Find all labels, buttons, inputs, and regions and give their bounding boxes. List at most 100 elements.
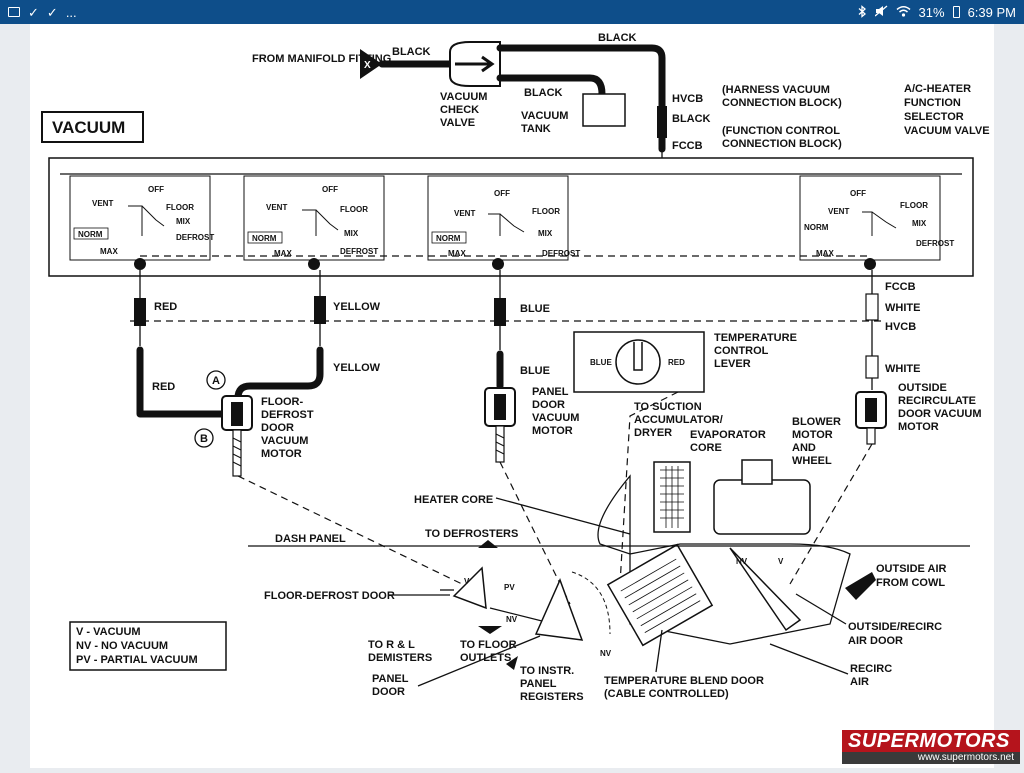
pos-vent-4: VENT: [828, 207, 849, 216]
blend-door-label-1: TEMPERATURE BLEND DOOR: [604, 675, 764, 687]
hose-tank: [496, 74, 606, 98]
mute-icon: [874, 5, 888, 19]
yellow-connector: [314, 296, 326, 324]
blower-label-1: BLOWER: [792, 416, 841, 428]
temp-lever-dial: [615, 339, 661, 385]
floor-defrost-door: [452, 566, 487, 610]
check-valve-label-1: VACUUM: [440, 91, 487, 103]
watermark: SUPERMOTORS www.supermotors.net: [842, 730, 1020, 764]
legend-box: [69, 621, 227, 671]
red-hose-bottom: [136, 346, 232, 418]
recirc-door-label-2: AIR DOOR: [848, 635, 903, 647]
fd-motor-label-2: DEFROST: [261, 409, 314, 421]
recirc-motor-label-1: OUTSIDE: [898, 382, 947, 394]
pos-off-1: OFF: [148, 185, 164, 194]
outside-air-arrow-icon: [845, 572, 876, 600]
pos-max-3: MAX: [448, 249, 466, 258]
battery-percent: 31%: [918, 4, 945, 20]
suction-label-2: ACCUMULATOR/: [634, 414, 723, 426]
instr-registers-label-3: REGISTERS: [520, 691, 584, 703]
outside-air-label-1: OUTSIDE AIR: [876, 563, 947, 575]
demisters-label-1: TO R & L: [368, 639, 415, 651]
blower-label-2: MOTOR: [792, 429, 833, 441]
pos-defrost-2: DEFROST: [340, 247, 378, 256]
manifold-fitting: [360, 49, 382, 79]
pos-norm-2: NORM: [252, 234, 277, 243]
legend-partial-vacuum: PV - PARTIAL VACUUM: [76, 654, 198, 666]
hose-label-blue-2: BLUE: [520, 365, 550, 377]
yellow-hose-bottom: [234, 346, 324, 408]
hose-label-blue-1: BLUE: [520, 303, 550, 315]
evaporator-label-2: CORE: [690, 442, 722, 454]
legend-vacuum: V - VACUUM: [76, 626, 141, 638]
fccb-label: FCCB: [672, 140, 703, 152]
floor-defrost-vacuum-motor: [221, 395, 253, 477]
instr-registers-arrow-icon: [506, 656, 518, 670]
temp-lever-label-2: CONTROL: [714, 345, 769, 357]
temp-lever-label-3: LEVER: [714, 358, 751, 370]
battery-icon: [952, 6, 960, 18]
defrost-arrow-icon: [478, 540, 498, 548]
hose-label-yellow-2: YELLOW: [333, 362, 381, 374]
hose-black-top: [496, 44, 666, 153]
pos-max-4: MAX: [816, 249, 834, 258]
hose-label-black-2: BLACK: [598, 32, 637, 44]
status-bar: ✓ ✓ ... 31% 6:39 PM: [0, 0, 1024, 24]
evaporator-fins: [660, 466, 684, 528]
link-recirc-door: [789, 443, 873, 585]
door-mark-nv: NV: [506, 615, 518, 624]
blower-label-3: AND: [792, 442, 816, 454]
recirc-air-leader: [769, 643, 849, 675]
pos-mix-3: MIX: [538, 229, 553, 238]
lever-blue-label: BLUE: [590, 358, 612, 367]
recirc-motor-label-2: RECIRCULATE: [898, 395, 976, 407]
lever-red-label: RED: [668, 358, 685, 367]
recirc-motor-label-3: DOOR VACUUM: [898, 408, 982, 420]
notification-icons: ✓ ✓ ...: [8, 6, 77, 19]
hose-label-white-2: WHITE: [885, 363, 920, 375]
panel-motor-label-4: MOTOR: [532, 425, 573, 437]
panel-motor-label-2: DOOR: [532, 399, 565, 411]
pos-off-4: OFF: [850, 189, 866, 198]
suction-label-3: DRYER: [634, 427, 672, 439]
port-b-marker: [194, 428, 214, 448]
hose-label-red-2: RED: [152, 381, 175, 393]
pos-norm-4: NORM: [804, 223, 829, 232]
clock: 6:39 PM: [967, 4, 1016, 20]
pos-max-1: MAX: [100, 247, 118, 256]
pos-defrost-1: DEFROST: [176, 233, 214, 242]
fd-motor-label-3: DOOR: [261, 422, 294, 434]
recirc-air-label-2: AIR: [850, 676, 869, 688]
pos-off-2: OFF: [322, 185, 338, 194]
pos-floor-3: FLOOR: [532, 207, 560, 216]
red-connector: [134, 298, 146, 326]
pos-off-3: OFF: [494, 189, 510, 198]
heater-core-leader: [495, 497, 631, 535]
selector-unit-4: VENT OFF FLOOR MIX DEFROST NORM MAX: [799, 175, 954, 270]
fd-motor-label-5: MOTOR: [261, 448, 302, 460]
white-connector-2: [865, 355, 879, 379]
to-defrosters-label: TO DEFROSTERS: [425, 528, 518, 540]
pos-vent-3: VENT: [454, 209, 475, 218]
heater-core-fins: [620, 558, 701, 633]
instr-registers-label-1: TO INSTR.: [520, 665, 574, 677]
bluetooth-icon: [858, 4, 867, 20]
watermark-url: www.supermotors.net: [842, 752, 1020, 764]
floor-defrost-door-label: FLOOR-DEFROST DOOR: [264, 590, 395, 602]
selector-label-3: SELECTOR: [904, 111, 964, 123]
watermark-brand: SUPERMOTORS: [842, 730, 1020, 752]
check-valve-label-3: VALVE: [440, 117, 475, 129]
heater-core: [606, 543, 714, 647]
hvcb-label: HVCB: [672, 93, 703, 105]
hose-label-black-3: BLACK: [524, 87, 563, 99]
port-a-marker: [206, 370, 226, 390]
panel-door-arc: [571, 571, 611, 635]
hose-label-black-1: BLACK: [392, 46, 431, 58]
port-b-label: B: [200, 433, 208, 445]
pos-defrost-3: DEFROST: [542, 249, 580, 258]
pos-mix-4: MIX: [912, 219, 927, 228]
temp-lever-handle: [633, 342, 643, 371]
diagram-canvas: VACUUM FROM MANIFOLD FITTING X BLACK VAC…: [30, 24, 994, 768]
system-icons: 31% 6:39 PM: [858, 5, 1016, 20]
door-mark-pv: PV: [504, 583, 515, 592]
